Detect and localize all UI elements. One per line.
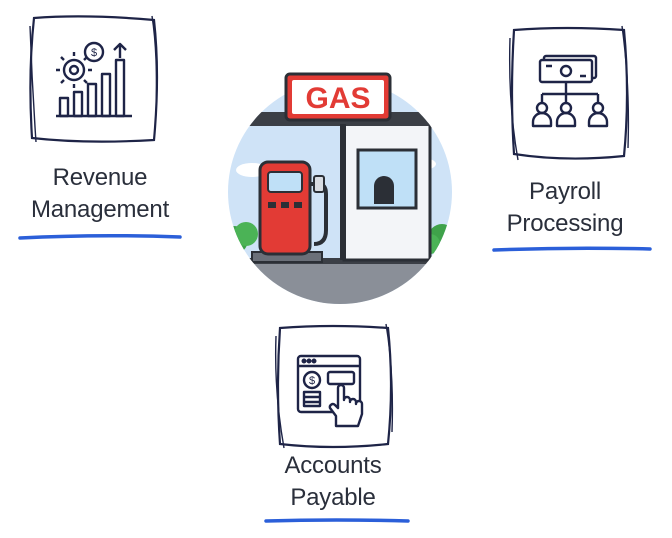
payment-click-icon: $	[296, 354, 364, 428]
revenue-frame	[29, 15, 159, 143]
payroll-label-line1: Payroll	[529, 178, 601, 205]
node-revenue-management: $ Revenue Management	[0, 0, 200, 250]
payroll-frame	[508, 25, 630, 161]
accounts-label-line2: Payable	[290, 484, 376, 511]
accounts-label-line1: Accounts	[284, 452, 382, 479]
payroll-hierarchy-icon	[531, 54, 609, 128]
gas-station-icon: GAS	[228, 72, 452, 304]
revenue-underline	[18, 233, 182, 240]
svg-text:$: $	[91, 47, 97, 59]
revenue-gears-chart-icon: $	[56, 41, 132, 118]
revenue-label-line2: Management	[30, 196, 170, 223]
gas-station-illustration: GAS	[222, 72, 458, 308]
payroll-label: Payroll Processing	[490, 176, 640, 240]
revenue-label-line1: Revenue	[52, 164, 148, 191]
node-accounts-payable: $ Accounts Payable	[250, 316, 430, 534]
gas-sign-text: GAS	[305, 82, 370, 115]
revenue-label: Revenue Management	[20, 162, 180, 226]
node-payroll-processing: Payroll Processing	[480, 0, 672, 262]
svg-text:$: $	[309, 375, 315, 387]
accounts-label: Accounts Payable	[258, 450, 408, 514]
payroll-label-line2: Processing	[506, 210, 624, 237]
payroll-underline	[492, 246, 652, 252]
accounts-underline	[264, 518, 410, 523]
accounts-frame	[274, 323, 394, 449]
